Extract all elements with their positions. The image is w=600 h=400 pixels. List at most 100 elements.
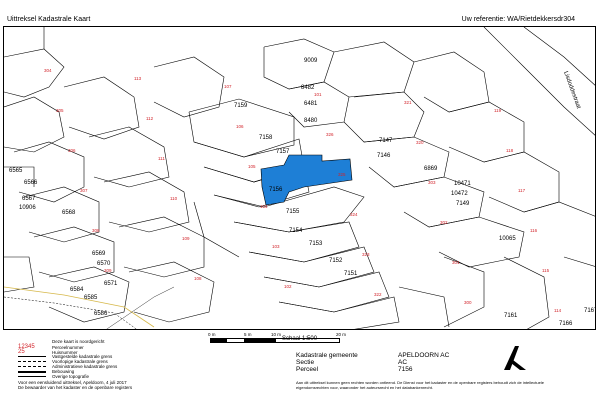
header-title: Uittreksel Kadastrale Kaart xyxy=(7,16,91,23)
house-number: 309 xyxy=(104,268,112,273)
parcel-number: 7157 xyxy=(276,149,290,155)
parcel-number: 10471 xyxy=(454,181,471,187)
house-number: 303 xyxy=(428,180,436,185)
legend-item: Administratieve kadastrale grens xyxy=(18,364,117,369)
parcel-lines-right xyxy=(263,27,595,329)
parcel-number: 7149 xyxy=(456,201,470,207)
house-number: 111 xyxy=(158,156,165,161)
house-number: 105 xyxy=(248,164,256,169)
parcel-number: 7161 xyxy=(504,313,518,319)
scale-tick-10: 10 m xyxy=(271,332,282,337)
house-number: 103 xyxy=(272,244,280,249)
parcel-number: 6568 xyxy=(62,210,76,216)
house-number: 109 xyxy=(182,236,190,241)
parcel-number: 10906 xyxy=(19,205,36,211)
legend-text: Voorlopige kadastrale grens xyxy=(52,359,108,364)
municipality-value: APELDOORN AC xyxy=(398,352,450,359)
kadaster-logo xyxy=(504,346,526,370)
legend-text: Vastgestelde kadastrale grens xyxy=(52,354,113,359)
house-number: 306 xyxy=(68,148,76,153)
parcel-number: 6571 xyxy=(104,281,118,287)
house-number: 110 xyxy=(170,196,178,201)
legend-symbol xyxy=(18,376,46,377)
parcel-number: 7152 xyxy=(329,258,343,264)
legend-text: Perceelnummer xyxy=(52,344,84,350)
parcel-lines-center xyxy=(188,98,400,329)
parcel-number: 6584 xyxy=(70,287,84,293)
parcel-number: 8482 xyxy=(301,85,315,91)
house-number: 115 xyxy=(542,268,550,273)
legend-symbol xyxy=(18,370,46,373)
scale-tick-5: 5 m xyxy=(244,332,252,337)
house-number: 307 xyxy=(80,188,88,193)
parcel-number: 7158 xyxy=(259,135,273,141)
house-number: 325 xyxy=(338,172,346,177)
parcel-number: 7166 xyxy=(559,321,573,327)
parcel-number: 9009 xyxy=(304,58,318,64)
legend-symbol xyxy=(18,366,46,367)
parcel-number: 6567 xyxy=(22,196,36,202)
house-number: 300 xyxy=(464,300,472,305)
legend: Deze kaart is noordgericht 12345 Perceelnu… xyxy=(3,336,596,396)
scale-bar xyxy=(210,338,340,343)
parcel-number: 7155 xyxy=(286,209,300,215)
municipality-label: Kadastrale gemeente xyxy=(296,352,358,359)
scale-tick-20: 20 m xyxy=(336,332,347,337)
section-label: Sectie xyxy=(296,359,315,366)
legend-item: Vastgestelde kadastrale grens xyxy=(18,354,112,359)
house-number: 301 xyxy=(452,260,460,265)
house-number: 102 xyxy=(284,284,292,289)
house-number: 323 xyxy=(362,252,370,257)
house-number: 114 xyxy=(554,308,562,313)
scale-label: Schaal 1:500 xyxy=(282,336,318,342)
parcel-number: 6481 xyxy=(304,101,318,107)
parcel-number: 7147 xyxy=(379,138,393,144)
legend-text: Administratieve kadastrale grens xyxy=(52,364,118,369)
section-value: AC xyxy=(398,359,408,366)
header-reference: Uw referentie: WA/Rietdekkersdr304 xyxy=(461,16,575,23)
parcel-number: 7151 xyxy=(344,271,358,277)
parcel-number: 6570 xyxy=(97,261,111,267)
house-number: 106 xyxy=(236,124,244,129)
house-number: 113 xyxy=(134,76,142,81)
street-label: Lisdoddestraat xyxy=(562,71,581,110)
house-number: 107 xyxy=(224,84,232,89)
house-number: 119 xyxy=(494,108,502,113)
house-number: 326 xyxy=(326,132,334,137)
house-number: 104 xyxy=(260,204,268,209)
parcel-numbers: 9009848264818480715971587157715671477146… xyxy=(9,58,596,327)
legend-registrar: De bewaarder van het kadaster en de open… xyxy=(18,385,133,390)
legend-item: Voorlopige kadastrale grens xyxy=(18,359,108,364)
legend-symbol: 12345 xyxy=(18,344,35,350)
topography-lines xyxy=(4,286,175,329)
legend-text: Deze kaart is noordgericht xyxy=(52,339,105,344)
legend-issued: Voor een eensluidend uittreksel, Apeldoo… xyxy=(18,380,127,385)
parcel-number: 8480 xyxy=(304,118,318,124)
legend-item: 25 Huisnummer xyxy=(18,349,78,355)
legend-text: Bebouwing xyxy=(52,369,75,374)
legend-symbol: 25 xyxy=(18,349,25,355)
house-numbers: 3043053063073083091131121111101091081071… xyxy=(44,68,562,313)
house-number: 305 xyxy=(56,108,64,113)
parcel-number: 6586 xyxy=(94,311,108,317)
parcel-number: 6869 xyxy=(424,166,438,172)
map-canvas[interactable]: 9009848264818480715971587157715671477146… xyxy=(4,27,596,330)
house-number: 116 xyxy=(530,228,538,233)
house-number: 112 xyxy=(146,116,154,121)
parcel-number: 7167 xyxy=(584,308,596,314)
parcel-number: 10065 xyxy=(499,236,516,242)
legend-item: Deze kaart is noordgericht xyxy=(18,339,105,344)
parcel-number: 6566 xyxy=(24,180,38,186)
parcel-value: 7156 xyxy=(398,366,413,373)
house-number: 302 xyxy=(440,220,448,225)
house-number: 322 xyxy=(374,292,382,297)
legend-text: Huisnummer xyxy=(52,349,78,355)
disclaimer: Aan dit uittreksel kunnen geen rechten w… xyxy=(296,380,544,390)
parcel-number: 7146 xyxy=(377,153,391,159)
highlighted-parcel-7156[interactable] xyxy=(260,154,353,206)
house-number: 308 xyxy=(92,228,100,233)
house-number: 108 xyxy=(194,276,202,281)
parcel-number: 7154 xyxy=(289,228,303,234)
legend-item: Overige topografie xyxy=(18,374,89,379)
